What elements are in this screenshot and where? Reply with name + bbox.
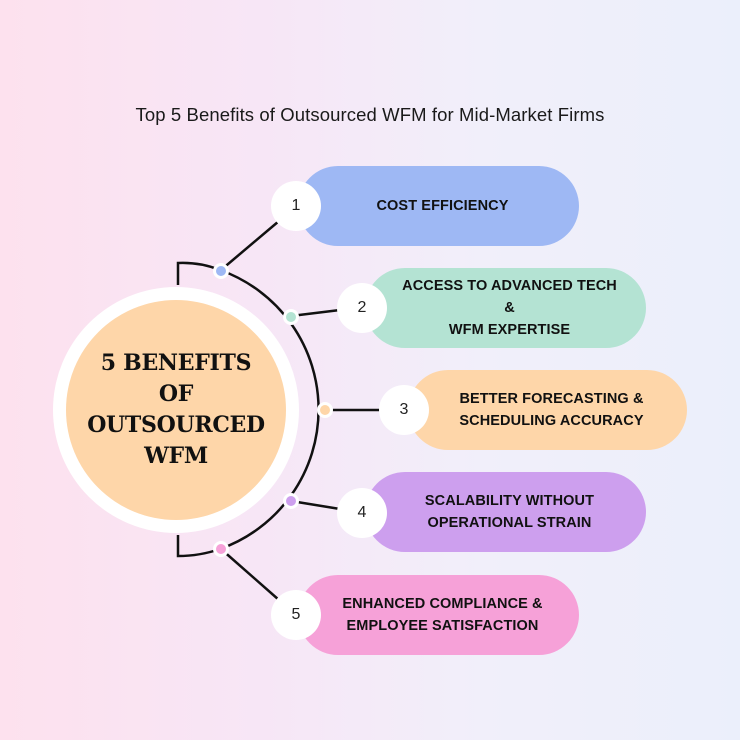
connector-2 <box>290 308 341 318</box>
benefit-number-3: 3 <box>379 385 429 435</box>
benefit-label-1: COST EFFICIENCY <box>376 198 509 214</box>
benefit-card-3: BETTER FORECASTING & SCHEDULING ACCURACY <box>408 370 687 450</box>
benefit-number-4: 4 <box>337 488 387 538</box>
benefit-number-1: 1 <box>271 181 321 231</box>
benefit-card-4: SCALABILITY WITHOUT OPERATIONAL STRAIN <box>365 472 646 552</box>
arc-dot-4 <box>283 493 299 509</box>
arc-dot-2 <box>283 309 299 325</box>
benefit-card-1: COST EFFICIENCY <box>298 166 579 246</box>
diagram-title: Top 5 Benefits of Outsourced WFM for Mid… <box>135 104 605 125</box>
benefit-label-2: ACCESS TO ADVANCED TECH & WFM EXPERTISE <box>402 278 617 338</box>
connector-1 <box>220 220 280 271</box>
connector-4 <box>290 499 341 511</box>
benefit-label-4: SCALABILITY WITHOUT OPERATIONAL STRAIN <box>424 493 595 531</box>
arc-dot-1 <box>213 263 229 279</box>
benefit-label-5: ENHANCED COMPLIANCE & EMPLOYEE SATISFACT… <box>342 596 543 634</box>
hub-circle: 5 BENEFITS OF OUTSOURCED WFM <box>66 300 286 520</box>
arc-dot-3 <box>317 402 333 418</box>
connector-5 <box>220 548 280 601</box>
hub-label: 5 BENEFITS OF OUTSOURCED WFM <box>87 350 265 469</box>
benefit-card-5: ENHANCED COMPLIANCE & EMPLOYEE SATISFACT… <box>298 575 579 655</box>
arc-dot-5 <box>213 541 229 557</box>
benefit-number-5: 5 <box>271 590 321 640</box>
benefit-number-2: 2 <box>337 283 387 333</box>
benefit-card-2: ACCESS TO ADVANCED TECH & WFM EXPERTISE <box>365 268 646 348</box>
benefit-label-3: BETTER FORECASTING & SCHEDULING ACCURACY <box>459 391 644 429</box>
